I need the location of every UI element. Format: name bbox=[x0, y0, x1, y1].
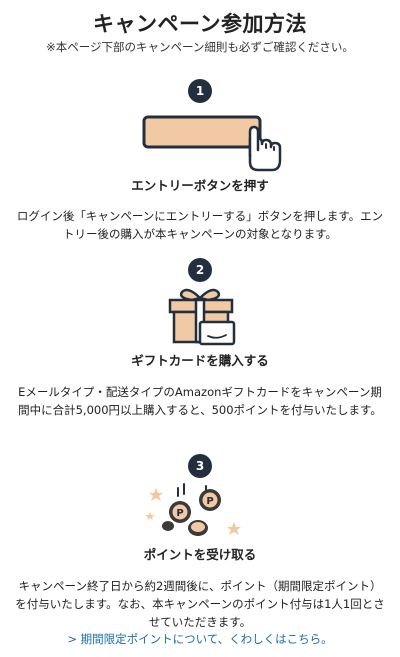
step-1-description: ログイン後「キャンペーンにエントリーする」ボタンを押します。エントリー後の購入が… bbox=[16, 209, 384, 241]
step-1-badge: 1 bbox=[188, 79, 212, 103]
points-coins-icon: P P bbox=[145, 483, 241, 536]
step-2-description: Eメールタイプ・配送タイプのAmazonギフトカードをキャンペーン期間中に合計5… bbox=[18, 385, 382, 417]
step-2-badge: 2 bbox=[188, 258, 212, 282]
limited-points-info-link[interactable]: > 期間限定ポイントについて、くわしくはこちら。 bbox=[67, 632, 333, 646]
page-title: キャンペーン参加方法 bbox=[93, 12, 307, 36]
step-2-title: ギフトカードを購入する bbox=[131, 353, 269, 368]
step-3-description: キャンペーン終了日から約2週間後に、ポイント（期間限定ポイント）を付与いたします… bbox=[15, 579, 385, 629]
step-3-badge: 3 bbox=[188, 454, 212, 478]
gift-box-icon bbox=[168, 288, 236, 346]
svg-text:P: P bbox=[206, 496, 213, 507]
hand-pointer-button-icon bbox=[142, 115, 282, 172]
terms-note: ※本ページ下部のキャンペーン細則も必ずご確認ください。 bbox=[46, 40, 354, 54]
step-3-title: ポイントを受け取る bbox=[143, 547, 257, 562]
svg-text:P: P bbox=[176, 508, 183, 519]
step-1-title: エントリーボタンを押す bbox=[131, 178, 269, 193]
